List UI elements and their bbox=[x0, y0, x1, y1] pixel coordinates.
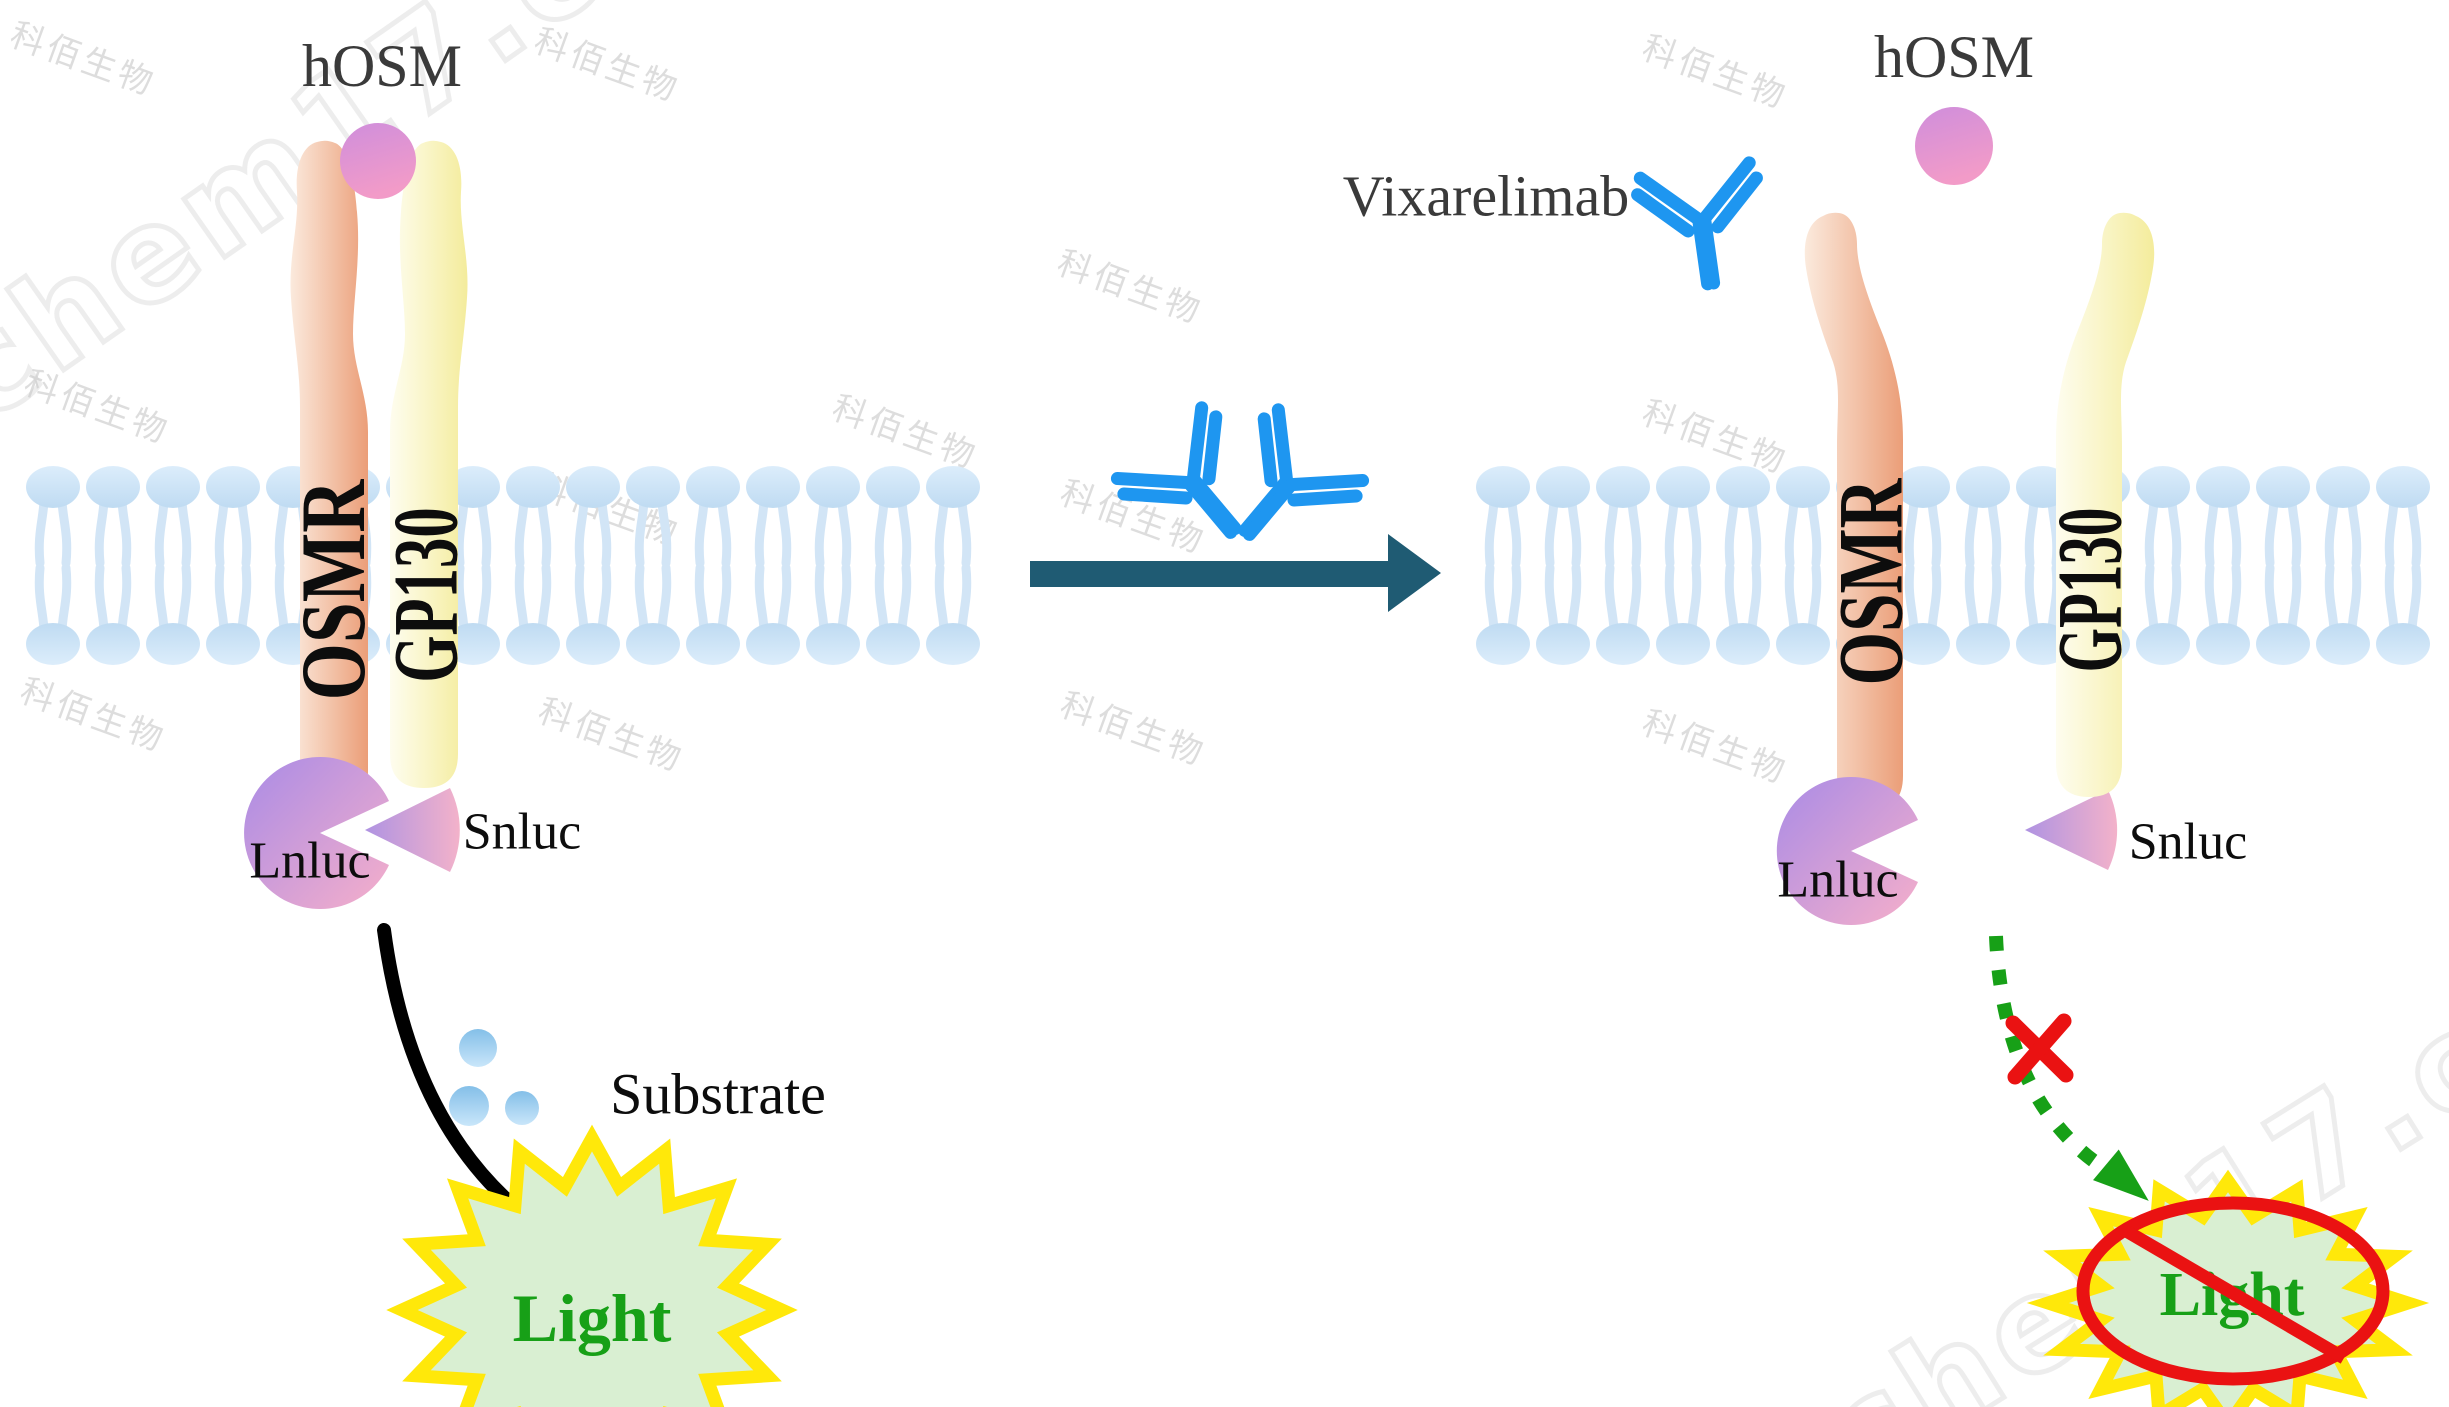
snluc-label-left: Snluc bbox=[463, 804, 581, 861]
blocked-signal-arrow bbox=[1989, 935, 2149, 1201]
brand-watermark-text: 科佰生物 bbox=[533, 691, 690, 781]
lipid-icon bbox=[2196, 466, 2250, 563]
hosm-ligand-left bbox=[340, 123, 416, 199]
transition-arrow bbox=[1030, 534, 1441, 612]
lipid-icon bbox=[26, 568, 80, 665]
gp130-label-right: GP130 bbox=[2039, 508, 2141, 673]
hosm-ligand-right bbox=[1915, 107, 1993, 185]
lipid-icon bbox=[866, 568, 920, 665]
lipid-icon bbox=[206, 568, 260, 665]
light-label-left: Light bbox=[513, 1280, 672, 1356]
lipid-icon bbox=[1476, 568, 1530, 665]
lipid-icon bbox=[146, 466, 200, 563]
light-burst-left bbox=[386, 1124, 798, 1407]
lipid-icon bbox=[686, 568, 740, 665]
lnluc-label-left: Lnluc bbox=[249, 833, 370, 890]
brand-watermark-text: 科佰生物 bbox=[15, 671, 172, 761]
cell-membrane-right bbox=[1476, 466, 2430, 665]
lipid-icon bbox=[86, 568, 140, 665]
lipid-icon bbox=[566, 568, 620, 665]
lipid-icon bbox=[2136, 466, 2190, 563]
lipid-icon bbox=[926, 466, 980, 563]
lipid-icon bbox=[746, 568, 800, 665]
brand-watermark-text: 科佰生物 bbox=[827, 388, 984, 478]
gp130-label-left: GP130 bbox=[375, 507, 477, 682]
lipid-icon bbox=[926, 568, 980, 665]
lipid-icon bbox=[26, 466, 80, 563]
lnluc-label-right: Lnluc bbox=[1777, 852, 1898, 909]
lipid-icon bbox=[2256, 466, 2310, 563]
inhibition-x-icon bbox=[2005, 1013, 2074, 1085]
brand-watermark-text: 科佰生物 bbox=[529, 21, 686, 111]
gp130-receptor-left bbox=[390, 140, 468, 788]
brand-watermark-text: 科佰生物 bbox=[1637, 393, 1794, 483]
lipid-icon bbox=[1956, 568, 2010, 665]
lipid-icon bbox=[806, 568, 860, 665]
lnluc-pacman-right bbox=[1776, 776, 1918, 925]
hosm-label-right: hOSM bbox=[1874, 24, 2034, 90]
lipid-icon bbox=[2316, 466, 2370, 563]
lipid-icon bbox=[1716, 568, 1770, 665]
lipid-icon bbox=[1956, 466, 2010, 563]
substrate-label: Substrate bbox=[610, 1062, 826, 1127]
vixarelimab-label: Vixarelimab bbox=[1343, 164, 1629, 229]
lipid-icon bbox=[1536, 568, 1590, 665]
osmr-receptor-left bbox=[290, 140, 368, 806]
osmr-receptor-right bbox=[1804, 212, 1903, 811]
lipid-icon bbox=[1656, 466, 1710, 563]
brand-watermark-text: 科佰生物 bbox=[5, 15, 162, 105]
lipid-icon bbox=[506, 568, 560, 665]
snluc-wedge-left bbox=[365, 788, 460, 872]
cell-membrane-left bbox=[26, 466, 980, 665]
lipid-icon bbox=[1596, 568, 1650, 665]
brand-watermark-text: 科佰生物 bbox=[1052, 243, 1209, 333]
lipid-icon bbox=[2316, 568, 2370, 665]
lipid-icon bbox=[866, 466, 920, 563]
brand-watermark-text: 科佰生物 bbox=[1637, 703, 1794, 793]
lipid-icon bbox=[626, 568, 680, 665]
lipid-icon bbox=[1716, 466, 1770, 563]
free-antibody-icon-2 bbox=[1201, 407, 1366, 571]
hosm-label-left: hOSM bbox=[302, 33, 462, 99]
lipid-icon bbox=[1656, 568, 1710, 665]
lipid-icon bbox=[2376, 466, 2430, 563]
snluc-label-right: Snluc bbox=[2129, 814, 2247, 871]
lnluc-pacman-left bbox=[244, 756, 389, 909]
lipid-icon bbox=[686, 466, 740, 563]
brand-watermark-text: 科佰生物 bbox=[1637, 28, 1794, 118]
lipid-icon bbox=[2136, 568, 2190, 665]
lipid-icon bbox=[146, 568, 200, 665]
no-light-prohibition-icon bbox=[2076, 1196, 2390, 1386]
lipid-icon bbox=[506, 466, 560, 563]
lipid-icon bbox=[746, 466, 800, 563]
lipid-icon bbox=[2376, 568, 2430, 665]
gp130-receptor-right bbox=[2056, 212, 2155, 798]
lipid-icon bbox=[1596, 466, 1650, 563]
osmr-label-left: OSMR bbox=[283, 479, 385, 701]
brand-watermark-text: 科佰生物 bbox=[1055, 685, 1212, 775]
vixarelimab-antibody-icon bbox=[1635, 162, 1770, 292]
substrate-dots bbox=[449, 1029, 539, 1126]
lipid-icon bbox=[2196, 568, 2250, 665]
lipid-icon bbox=[806, 466, 860, 563]
lipid-icon bbox=[86, 466, 140, 563]
lipid-icon bbox=[1536, 466, 1590, 563]
osmr-label-right: OSMR bbox=[1820, 477, 1922, 685]
lipid-icon bbox=[206, 466, 260, 563]
lipid-icon bbox=[1476, 466, 1530, 563]
snluc-wedge-right bbox=[2025, 790, 2118, 870]
lipid-icon bbox=[2256, 568, 2310, 665]
